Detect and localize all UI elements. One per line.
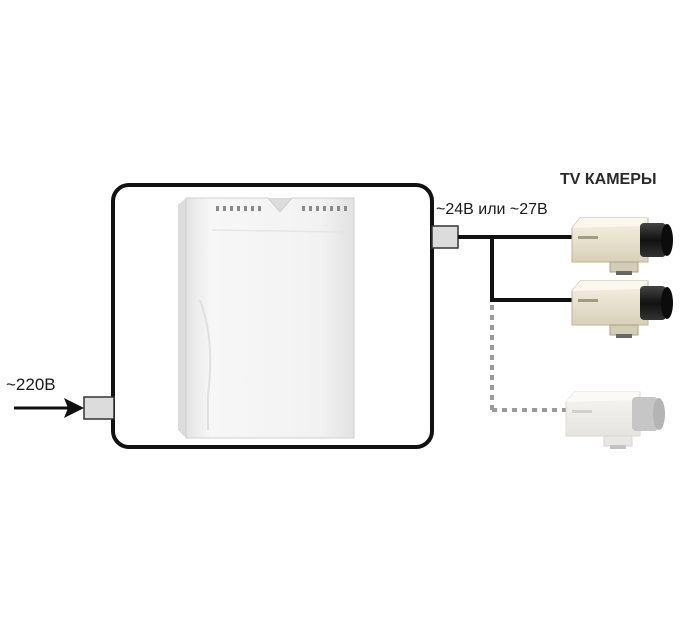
- camera-2: [571, 280, 673, 338]
- power-supply-unit: [178, 197, 355, 439]
- camera-1: [571, 217, 673, 275]
- output-voltage-label: ~24В или ~27В: [436, 201, 548, 218]
- input-arrow-icon: [64, 398, 84, 418]
- input-connector: [83, 396, 115, 420]
- input-voltage-label: ~220В: [6, 375, 56, 394]
- cameras-title: TV КАМЕРЫ: [560, 171, 657, 188]
- output-connector: [431, 225, 459, 249]
- camera-3-optional: [565, 391, 665, 449]
